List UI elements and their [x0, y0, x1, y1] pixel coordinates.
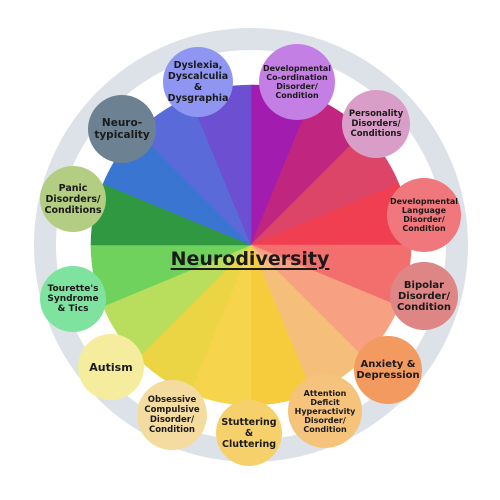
diagram-title: Neurodiversity [170, 248, 330, 270]
bubble-developmental-language: Developmental Language Disorder/ Conditi… [387, 178, 461, 252]
bubble-personality: Personality Disorders/ Conditions [342, 90, 410, 158]
bubble-developmental-coordination: Developmental Co-ordination Disorder/ Co… [259, 44, 335, 120]
bubble-neurotypicality: Neuro- typicality [88, 95, 156, 163]
bubble-dyslexia: Dyslexia, Dyscalculia & Dysgraphia [163, 47, 233, 117]
bubble-panic: Panic Disorders/ Conditions [40, 166, 106, 232]
bubble-anxiety: Anxiety & Depression [354, 336, 422, 404]
bubble-stuttering: Stuttering & Cluttering [216, 400, 282, 466]
bubble-adhd: Attention Deficit Hyperactivity Disorder… [288, 374, 362, 448]
bubble-ocd: Obsessive Compulsive Disorder/ Condition [137, 380, 207, 450]
bubble-bipolar: Bipolar Disorder/ Condition [390, 262, 458, 330]
bubble-tourettes: Tourette's Syndrome & Tics [40, 266, 106, 332]
bubble-autism: Autism [78, 334, 144, 400]
